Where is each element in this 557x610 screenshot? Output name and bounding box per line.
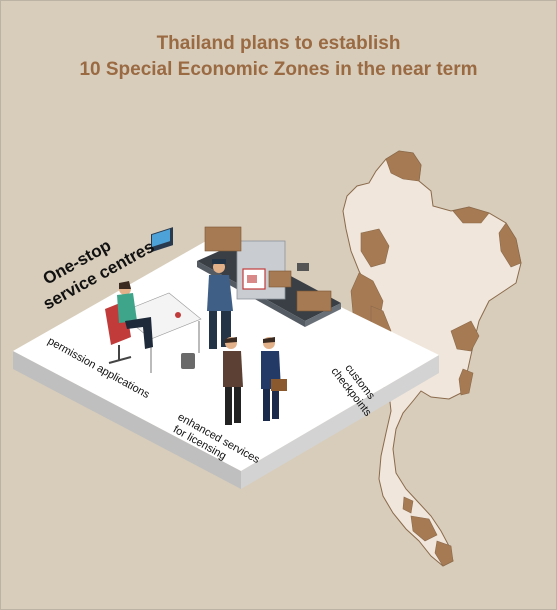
briefcase <box>271 379 287 391</box>
office-worker <box>105 281 153 364</box>
box-3 <box>296 290 332 312</box>
box-1 <box>204 226 242 252</box>
desk-top <box>118 292 202 340</box>
zone-mukdahan <box>452 206 490 224</box>
zone-chiang-rai <box>360 228 390 268</box>
zone-songkhla <box>410 515 438 542</box>
title-line-2: 10 Special Economic Zones in the near te… <box>79 59 478 80</box>
zone-nakhon-phanom <box>498 222 522 268</box>
worker-shirt <box>117 293 137 323</box>
zone-narathiwat <box>434 540 454 567</box>
businessmen-handshake <box>223 337 287 425</box>
zone-mae-sot <box>385 150 422 182</box>
platform-side-right <box>241 355 439 489</box>
zone-trat <box>458 368 474 396</box>
camera <box>297 263 309 271</box>
zone-sa-kaeo <box>450 320 480 352</box>
office-desk <box>118 227 202 373</box>
title-line-1: Thailand plans to establish <box>156 33 401 54</box>
bin <box>181 353 195 369</box>
platform-side-left <box>13 351 241 489</box>
mug <box>175 312 181 318</box>
zone-kalasin <box>402 496 414 514</box>
box-2 <box>268 270 292 288</box>
customs-officer <box>207 259 233 349</box>
